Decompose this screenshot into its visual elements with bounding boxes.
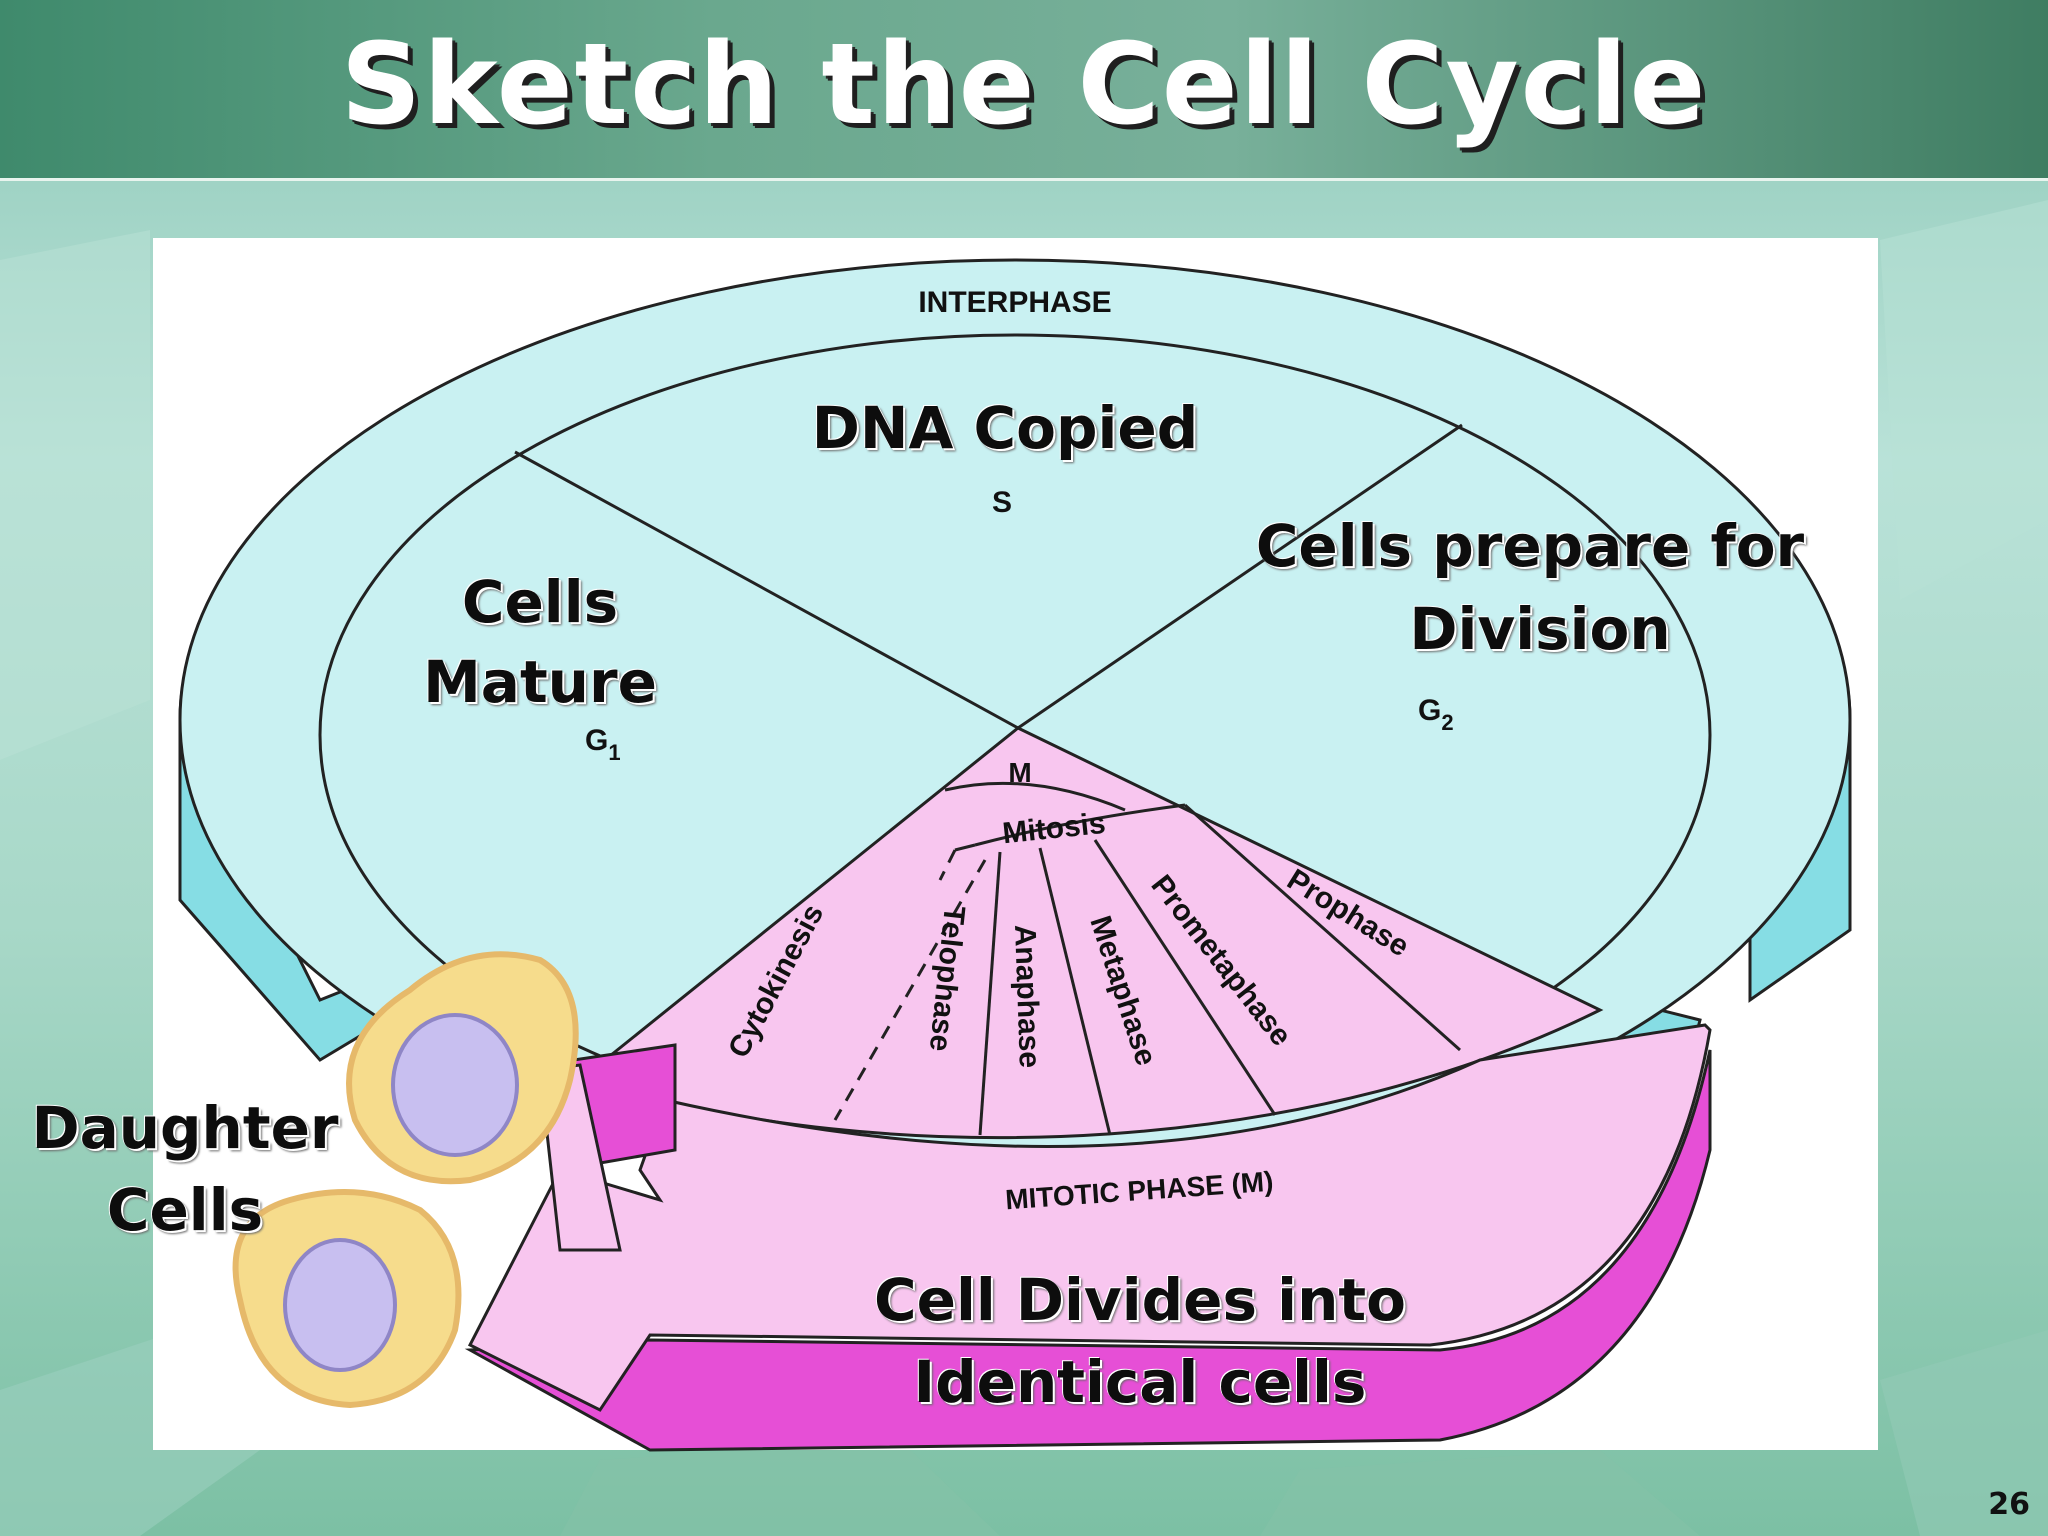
g1-label: G1 xyxy=(585,724,621,765)
annotation-divides-line2: Identical cells xyxy=(913,1348,1367,1416)
annotation-divides-line1: Cell Divides into xyxy=(874,1266,1406,1334)
g2-label: G2 xyxy=(1418,694,1454,735)
annotation-cells-mature-line1: Cells xyxy=(461,568,619,636)
annotation-dna-copied: DNA Copied xyxy=(811,394,1199,462)
annotation-cells-prepare-line2: Division xyxy=(1409,595,1671,663)
annotation-daughter-line1: Daughter xyxy=(31,1094,339,1162)
daughter-cell-top xyxy=(346,951,579,1185)
interphase-label: INTERPHASE xyxy=(918,286,1111,319)
slide-title: Sketch the Cell Cycle xyxy=(340,20,1708,150)
annotation-cells-mature-line2: Mature xyxy=(423,648,657,716)
title-band xyxy=(0,0,2048,181)
m-label: M xyxy=(1008,757,1031,788)
page-number: 26 xyxy=(1988,1487,2030,1522)
daughter-cell-bottom xyxy=(232,1189,462,1409)
annotation-cells-prepare-line1: Cells prepare for xyxy=(1255,512,1805,580)
s-label: S xyxy=(992,486,1012,519)
mitotic-arrow-side xyxy=(464,1049,1712,1452)
annotation-daughter-line2: Cells xyxy=(106,1176,264,1244)
stage-anaphase: Anaphase xyxy=(1008,924,1046,1068)
